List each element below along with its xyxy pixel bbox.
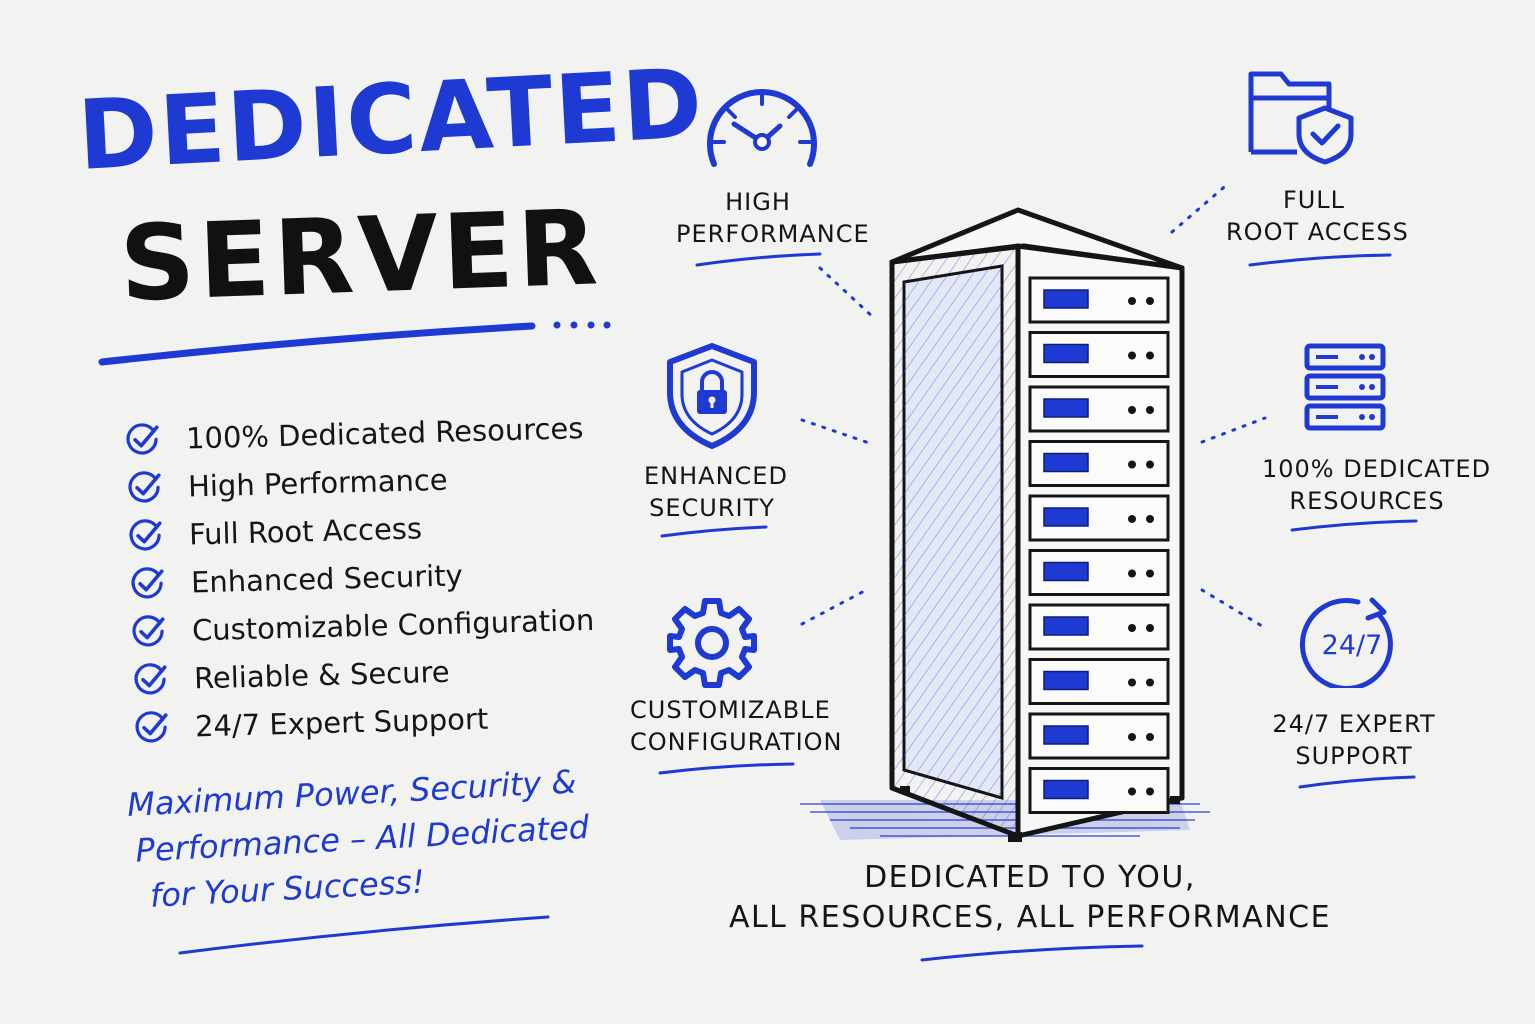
speedometer-icon [707,89,817,167]
feature-dedicated-resources: 100% DEDICATED RESOURCES [1262,453,1492,517]
checklist-item-label: Customizable Configuration [191,602,595,648]
rack-unit-indicator [1128,351,1136,360]
rack-unit-drive-bay [1043,616,1089,636]
bottom-caption-line2: ALL RESOURCES, ALL PERFORMANCE [728,900,1332,935]
feature-expert-support: 24/7 EXPERT SUPPORT [1268,708,1440,772]
checklist-item: 100% Dedicated Resources [123,404,594,464]
feature-high-performance-line2: PERFORMANCE [676,220,870,248]
rack-unit-indicator [1128,297,1136,305]
checklist-item: Reliable & Secure [131,644,595,704]
clock-247-text: 24/7 [1322,630,1383,661]
rack-unit-indicator [1128,569,1136,578]
rack-unit [1028,385,1170,433]
check-circle-icon [135,711,168,743]
checklist-item: Customizable Configuration [129,596,595,656]
rack-unit [1028,494,1170,542]
rack-unit-drive-bay [1043,561,1089,582]
rack-unit-drive-bay [1043,670,1089,691]
rack-unit-drive-bay [1043,725,1089,745]
feature-customizable-configuration-line1: CUSTOMIZABLE [630,696,831,724]
rack-unit-drive-bay [1043,343,1089,364]
checklist-item-label: High Performance [187,462,448,504]
folder-shield-icon [1248,71,1354,165]
checklist-item-label: Reliable & Secure [193,654,450,696]
feature-high-performance-line1: HIGH [725,188,791,216]
bottom-caption: DEDICATED TO YOU, ALL RESOURCES, ALL PER… [700,858,1360,938]
feature-full-root-access: FULL ROOT ACCESS [1226,184,1409,248]
checklist-item: Enhanced Security [128,548,595,608]
rack-unit-indicator [1128,515,1136,523]
feature-enhanced-security: ENHANCED SECURITY [644,460,788,524]
check-circle-icon [129,519,162,551]
rack-unit-indicator [1128,678,1136,687]
check-circle-icon [130,567,164,599]
check-circle-icon [133,663,167,695]
rack-unit [1028,603,1170,651]
clock-247-icon: 24/7 [1299,597,1393,688]
rack-unit-indicator [1128,787,1136,796]
rack-unit-drive-bay [1043,289,1089,309]
tagline: Maximum Power, Security & Performance – … [126,757,603,919]
rack-unit-indicator [1146,460,1154,469]
rack-unit-indicator [1146,624,1154,632]
check-circle-icon [132,615,165,647]
server-stack-icon [1304,343,1386,431]
check-circle-icon [126,423,159,455]
checklist-item-label: 24/7 Expert Support [194,701,489,744]
rack-unit-indicator [1146,351,1154,360]
rack-unit-indicator [1146,406,1154,414]
checklist-item: High Performance [125,452,595,512]
feature-customizable-configuration: CUSTOMIZABLE CONFIGURATION [630,694,843,758]
feature-full-root-access-line2: ROOT ACCESS [1226,218,1409,246]
rack-unit [1028,549,1170,596]
rack-unit-indicator [1128,406,1136,414]
feature-expert-support-line2: SUPPORT [1295,742,1413,770]
check-circle-icon [127,471,161,503]
bottom-caption-line1: DEDICATED TO YOU, [864,860,1196,895]
rack-unit-drive-bay [1043,779,1089,800]
rack-unit [1028,658,1170,705]
feature-full-root-access-line1: FULL [1282,186,1346,214]
rack-unit [1028,276,1170,324]
feature-dedicated-resources-line2: RESOURCES [1289,487,1445,515]
feature-high-performance: HIGH PERFORMANCE [676,186,870,250]
feature-enhanced-security-line2: SECURITY [649,494,775,522]
checklist-item-label: 100% Dedicated Resources [185,411,584,456]
rack-unit [1028,712,1170,760]
rack-unit-drive-bay [1043,398,1089,418]
rack-unit-indicator [1128,460,1136,469]
rack-unit-indicator [1146,515,1154,523]
rack-unit-indicator [1146,297,1154,305]
rack-unit [1028,767,1170,814]
feature-enhanced-security-line1: ENHANCED [644,462,788,490]
checklist-item: Full Root Access [126,500,594,560]
feature-dedicated-resources-line1: 100% DEDICATED [1262,455,1492,483]
feature-expert-support-line1: 24/7 EXPERT [1272,710,1436,738]
rack-unit-drive-bay [1043,507,1089,527]
rack-unit-indicator [1146,678,1154,687]
feature-customizable-configuration-line2: CONFIGURATION [630,728,843,756]
rack-unit [1028,440,1170,487]
rack-unit-indicator [1146,733,1154,741]
checklist-item-label: Enhanced Security [190,558,463,600]
rack-units [1028,276,1170,814]
checklist-item: 24/7 Expert Support [132,692,594,752]
rack-unit-indicator [1128,624,1136,632]
shield-lock-icon [667,343,757,449]
rack-unit-indicator [1146,569,1154,578]
server-rack-illustration [800,207,1210,842]
rack-unit-indicator [1128,733,1136,741]
rack-unit-indicator [1146,787,1154,796]
rack-unit-drive-bay [1043,452,1089,473]
checklist-item-label: Full Root Access [188,511,423,552]
rack-unit [1028,331,1170,378]
gear-icon [667,598,757,688]
